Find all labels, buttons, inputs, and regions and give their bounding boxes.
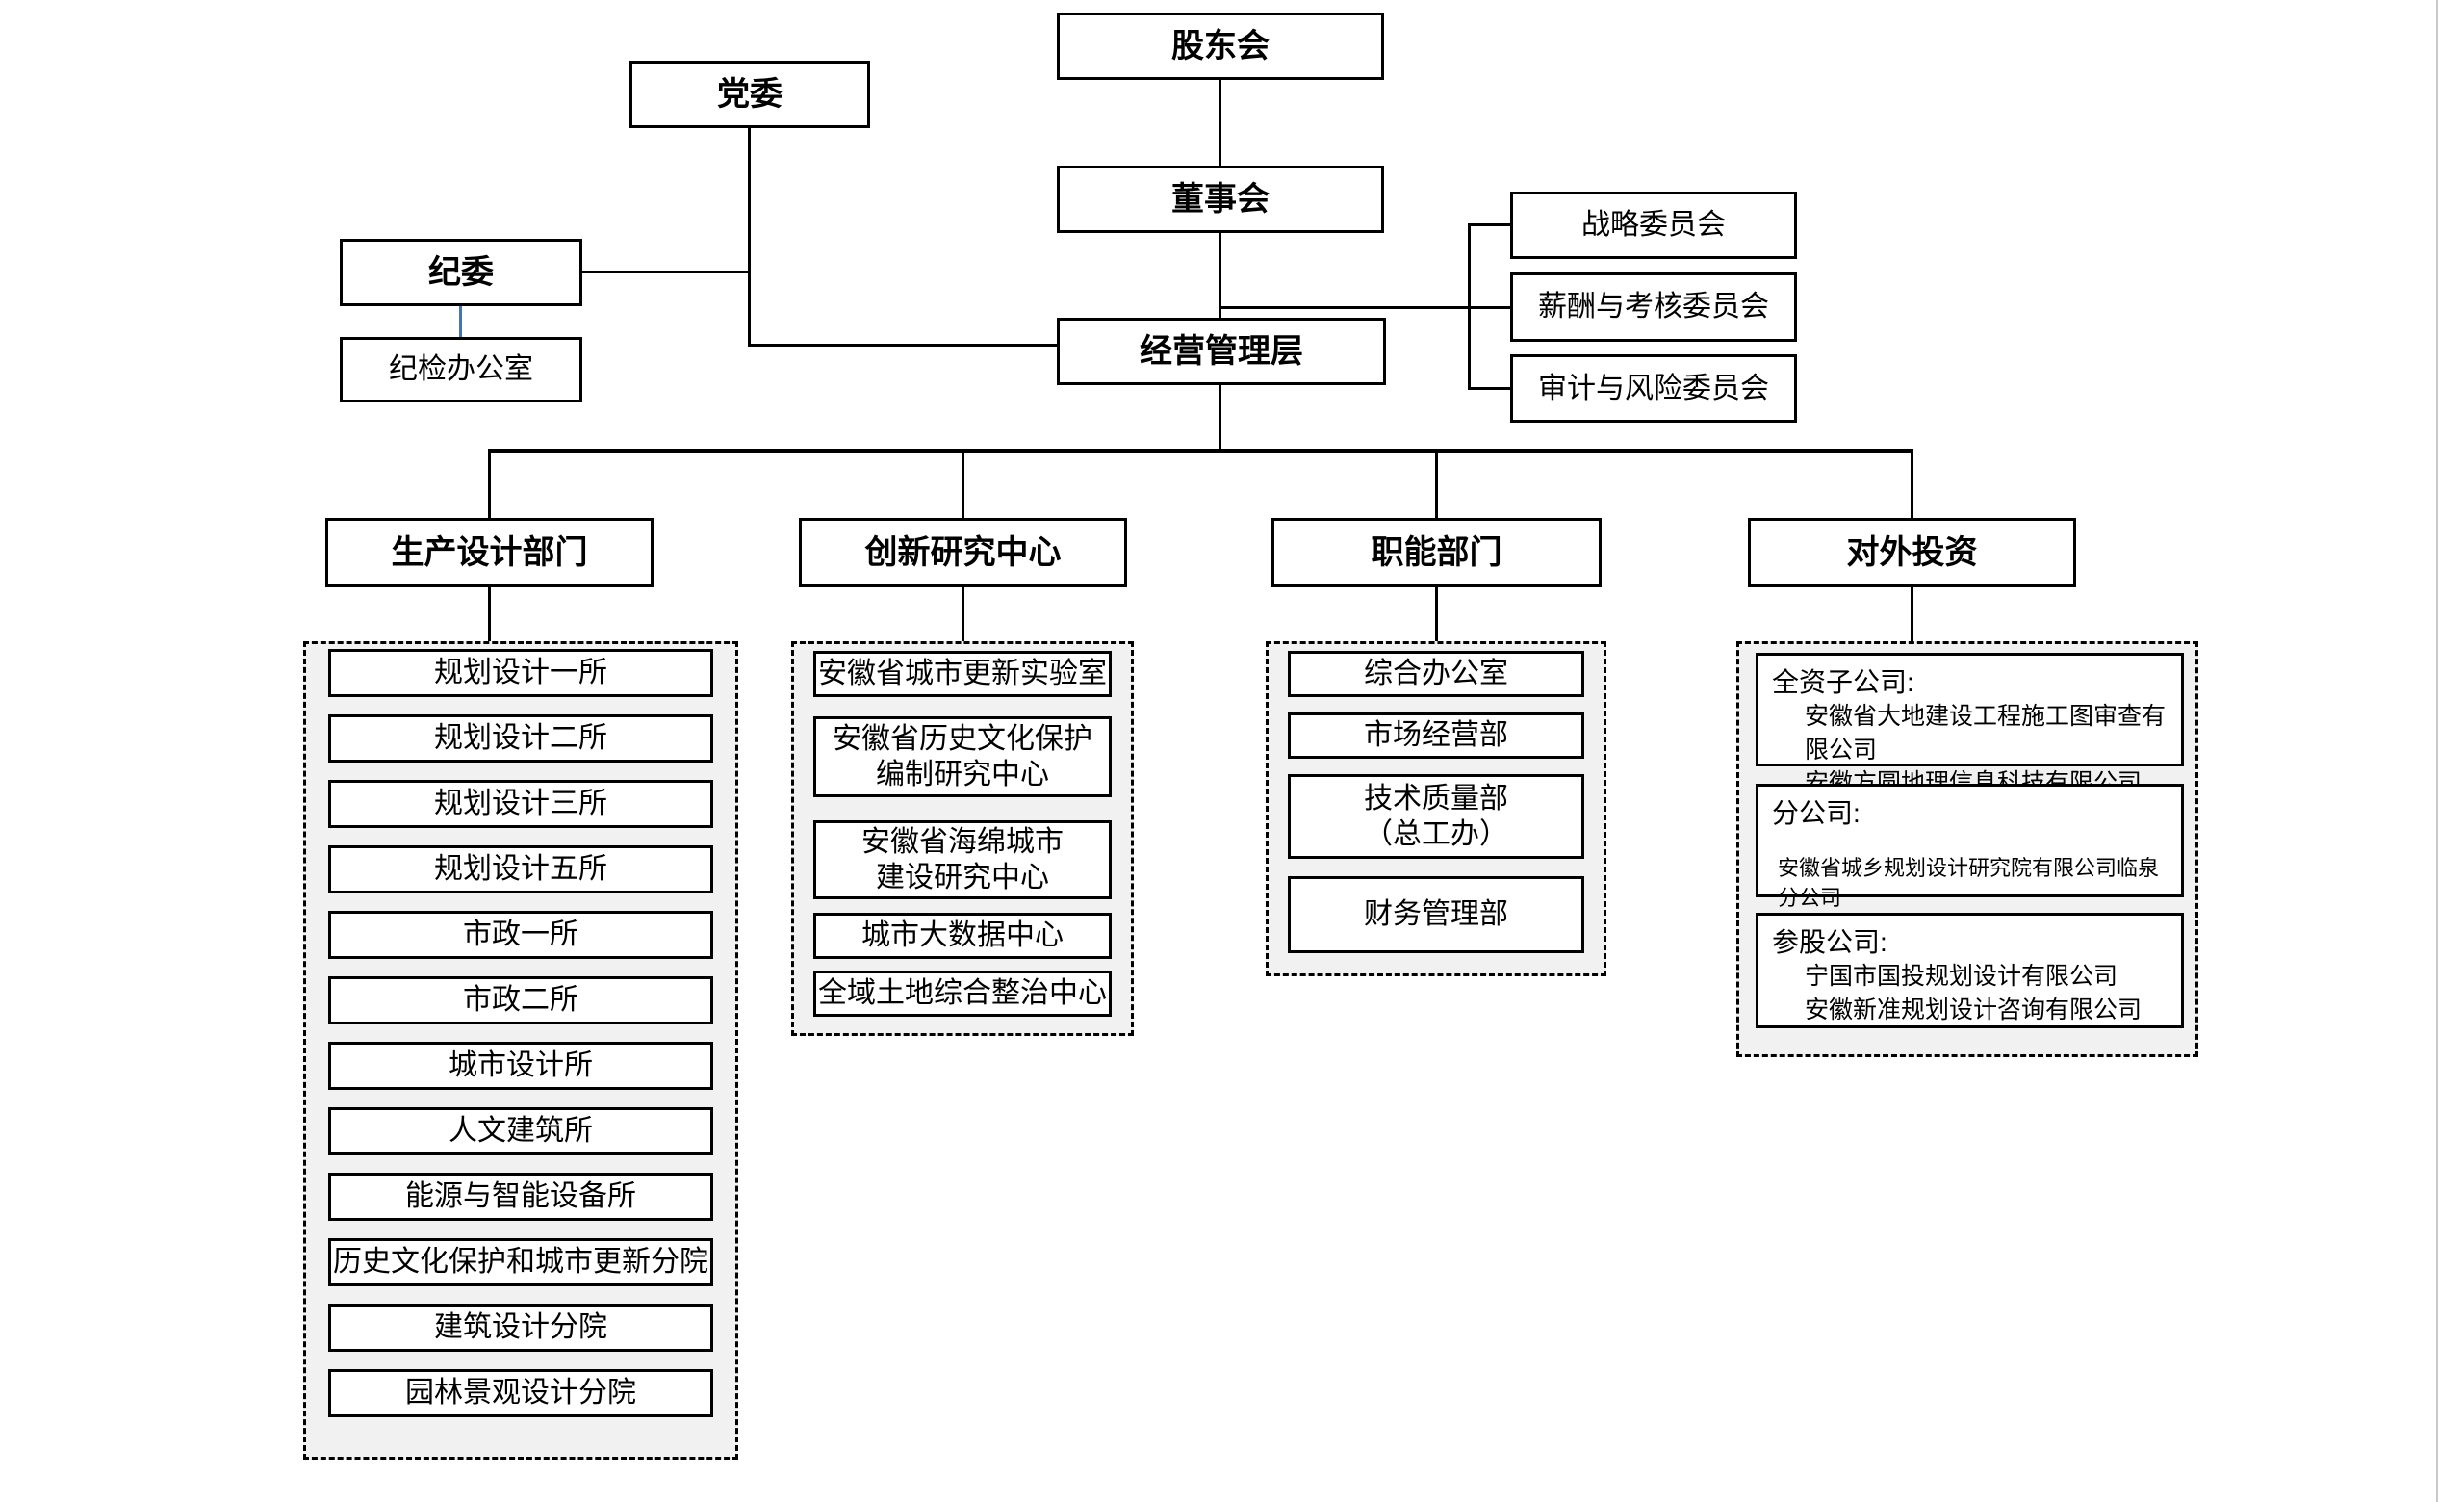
connector-branch2-drop [962, 449, 964, 518]
connector-branch3-drop [1435, 449, 1438, 518]
node-board: 董事会 [1057, 166, 1384, 233]
investment-company: 宁国市国投规划设计有限公司 [1805, 963, 2118, 991]
investment-company: 安徽省城乡规划设计研究院有限公司临泉分公司 [1778, 856, 2160, 910]
connector-header4-container [1911, 587, 1913, 641]
list-item: 技术质量部 （总工办） [1288, 774, 1584, 859]
investment-company: 安徽省大地建设工程施工图审查有限公司 [1805, 703, 2167, 764]
node-audit-risk-committee: 审计与风险委员会 [1510, 354, 1797, 423]
list-item: 安徽省城市更新实验室 [813, 651, 1112, 697]
header-external-investment: 对外投资 [1748, 518, 2076, 587]
connector-discipline-party [582, 271, 751, 273]
connector-distribution [488, 449, 1913, 453]
connector-shareholders-board [1219, 80, 1221, 166]
list-item: 园林景观设计分院 [328, 1369, 713, 1417]
connector-management-down [1219, 385, 1221, 453]
connector-branch4-drop [1911, 449, 1913, 518]
page-edge-line [2436, 0, 2438, 1502]
connector-party-vertical [748, 128, 751, 347]
node-remuneration-committee: 薪酬与考核委员会 [1510, 272, 1797, 342]
connector-committees-bracket [1468, 223, 1471, 390]
list-item: 财务管理部 [1288, 876, 1584, 953]
list-item: 建筑设计分院 [328, 1304, 713, 1352]
node-shareholders: 股东会 [1057, 13, 1384, 80]
list-item: 市政一所 [328, 911, 713, 959]
connector-discipline-office-blue [459, 306, 462, 337]
header-production-design: 生产设计部门 [325, 518, 654, 587]
list-item: 市政二所 [328, 976, 713, 1024]
connector-header2-container [962, 587, 964, 641]
connector-header3-container [1435, 587, 1438, 641]
investment-group-branch: 分公司: 安徽省城乡规划设计研究院有限公司临泉分公司 [1756, 784, 2184, 910]
list-item: 安徽省海绵城市 建设研究中心 [813, 820, 1112, 899]
node-discipline-office: 纪检办公室 [340, 337, 582, 402]
connector-board-management [1219, 233, 1221, 318]
connector-committee-top-stub [1468, 223, 1513, 226]
header-innovation-center: 创新研究中心 [799, 518, 1127, 587]
list-item: 安徽省历史文化保护 编制研究中心 [813, 716, 1112, 797]
connector-party-management [748, 344, 1057, 347]
list-item: 规划设计三所 [328, 780, 713, 828]
investment-group-equity: 参股公司: 宁国市国投规划设计有限公司 安徽新准规划设计咨询有限公司 [1756, 913, 2184, 1028]
header-functional-depts: 职能部门 [1271, 518, 1602, 587]
list-item: 规划设计二所 [328, 714, 713, 763]
list-item: 全域土地综合整治中心 [813, 971, 1112, 1017]
node-party-committee: 党委 [629, 61, 870, 128]
connector-committees-feed [1219, 306, 1510, 309]
list-item: 市场经营部 [1288, 712, 1584, 759]
connector-committee-bottom-stub [1468, 387, 1513, 390]
list-item: 规划设计一所 [328, 649, 713, 697]
node-management: 经营管理层 [1057, 318, 1386, 385]
list-item: 综合办公室 [1288, 651, 1584, 697]
investment-group-heading: 参股公司: [1772, 927, 1887, 957]
list-item: 人文建筑所 [328, 1107, 713, 1155]
investment-company: 安徽新准规划设计咨询有限公司 [1805, 996, 2143, 1023]
investment-group-heading: 分公司: [1772, 798, 1861, 828]
investment-group-heading: 全资子公司: [1772, 667, 1914, 697]
connector-branch1-drop [488, 449, 491, 518]
list-item: 历史文化保护和城市更新分院 [328, 1238, 713, 1286]
node-strategy-committee: 战略委员会 [1510, 192, 1797, 259]
list-item: 规划设计五所 [328, 845, 713, 893]
connector-header1-container [488, 587, 491, 641]
investment-group-wholly-owned: 全资子公司: 安徽省大地建设工程施工图审查有限公司 安徽方圆地理信息科技有限公司 [1756, 653, 2184, 796]
list-item: 城市设计所 [328, 1042, 713, 1090]
node-discipline-committee: 纪委 [340, 239, 582, 306]
list-item: 城市大数据中心 [813, 913, 1112, 959]
list-item: 能源与智能设备所 [328, 1173, 713, 1221]
